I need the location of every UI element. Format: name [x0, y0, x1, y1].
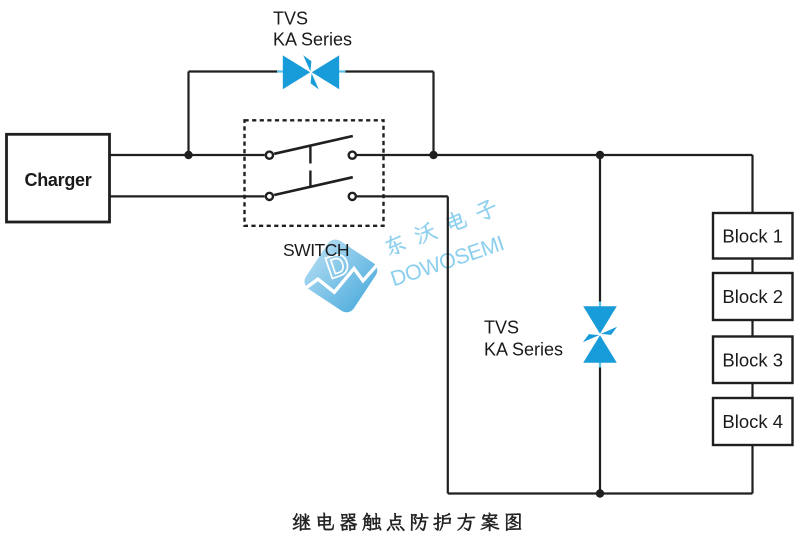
svg-text:TVS: TVS: [484, 318, 519, 338]
svg-text:Charger: Charger: [25, 170, 92, 190]
svg-text:SWITCH: SWITCH: [283, 240, 349, 260]
svg-text:KA Series: KA Series: [484, 340, 563, 360]
svg-text:Block 3: Block 3: [722, 349, 783, 370]
svg-text:Block 4: Block 4: [722, 411, 783, 432]
svg-text:KA Series: KA Series: [273, 30, 352, 50]
svg-text:TVS: TVS: [273, 9, 308, 29]
svg-text:Block 2: Block 2: [722, 286, 783, 307]
svg-text:Block 1: Block 1: [722, 225, 783, 246]
